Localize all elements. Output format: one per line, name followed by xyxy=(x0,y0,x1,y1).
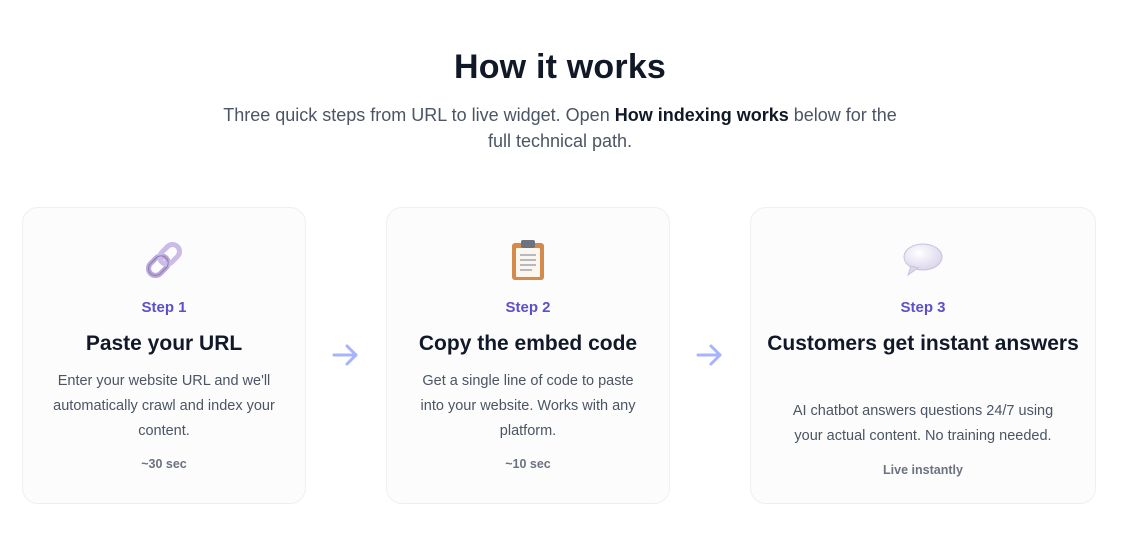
step-label: Step 1 xyxy=(141,299,187,316)
how-indexing-works-link[interactable]: How indexing works xyxy=(614,105,789,125)
link-icon xyxy=(23,238,305,282)
step-card-2: Step 2 Copy the embed code Get a single … xyxy=(386,207,670,504)
step-title: Paste your URL xyxy=(85,332,243,355)
step-label: Step 2 xyxy=(505,299,551,316)
subtitle-text-before: Three quick steps from URL to live widge… xyxy=(223,105,615,125)
step-description: Enter your website URL and we'll automat… xyxy=(53,373,275,439)
speech-bubble-icon xyxy=(751,238,1095,282)
clipboard-icon xyxy=(387,238,669,282)
arrow-right-icon xyxy=(332,344,358,366)
step-time: Live instantly xyxy=(883,463,963,477)
step-title: Customers get instant answers xyxy=(767,332,1079,355)
arrow-right-icon xyxy=(696,344,722,366)
subtitle-text-after: below for the full technical path. xyxy=(487,105,897,151)
step-label: Step 3 xyxy=(900,299,946,316)
step-description: Get a single line of code to paste into … xyxy=(420,373,636,439)
step-card-3: Step 3 Customers get instant answers AI … xyxy=(750,207,1096,504)
step-time: ~30 sec xyxy=(141,457,187,471)
step-card-1: Step 1 Paste your URL Enter your website… xyxy=(22,207,306,504)
section-subtitle: Three quick steps from URL to live widge… xyxy=(210,102,910,154)
section-title: How it works xyxy=(453,48,667,86)
step-time: ~10 sec xyxy=(505,457,551,471)
step-description: AI chatbot answers questions 24/7 using … xyxy=(792,403,1054,444)
step-title: Copy the embed code xyxy=(418,332,638,355)
